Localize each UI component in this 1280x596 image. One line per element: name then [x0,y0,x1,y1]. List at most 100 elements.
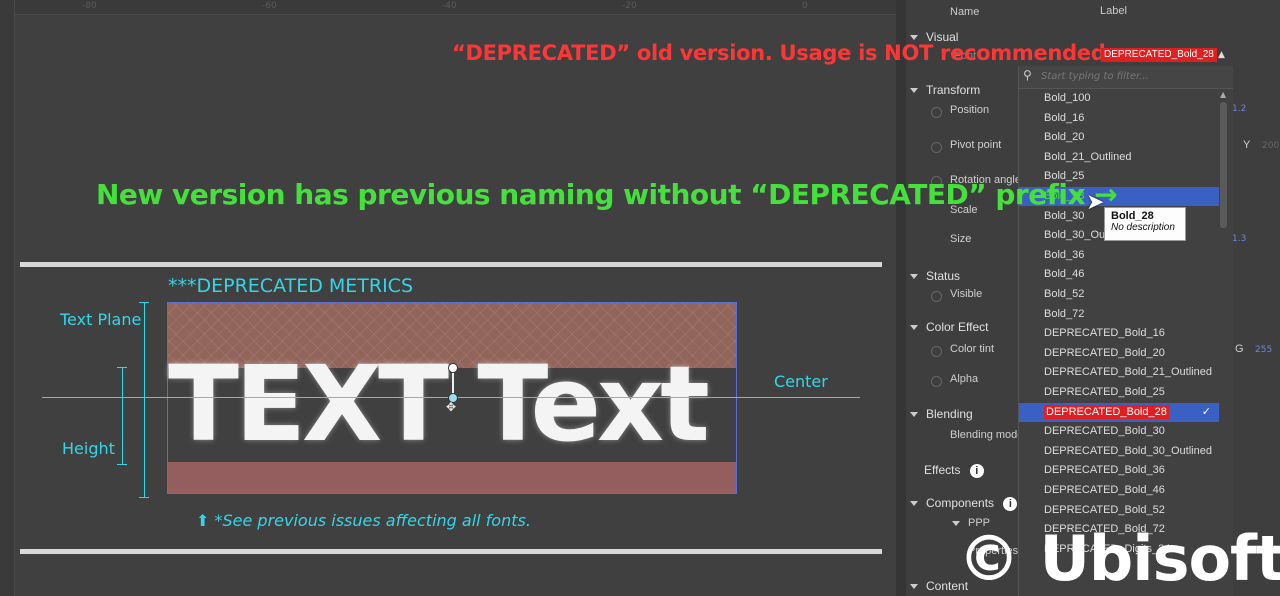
dropdown-item[interactable]: DEPRECATED_Bold_30 [1019,422,1219,441]
section-transform[interactable]: Transform [910,83,980,97]
dropdown-item[interactable]: DEPRECATED_Bold_46 [1019,481,1219,500]
info-icon[interactable]: i [969,464,984,478]
name-label: Name [950,6,980,18]
scroll-up-icon[interactable]: ▲ [1220,90,1227,99]
section-blending[interactable]: Blending [910,407,973,421]
section-label: Content [926,579,969,593]
ruler-number: -80 [82,1,97,11]
rotation-label: Rotation angle [950,174,1021,186]
g-channel-label: G [1235,343,1244,355]
section-components[interactable]: Components i [910,496,1018,511]
section-color-effect[interactable]: Color Effect [910,320,988,334]
dropdown-item-label: DEPRECATED_Bold_52 [1044,503,1165,516]
divider-bar-top [20,262,882,267]
section-label: Blending [926,407,973,421]
dropdown-item[interactable]: Bold_52 [1019,285,1219,304]
collapse-arrow-icon [910,274,918,280]
dropdown-item[interactable]: Bold_30 [1019,207,1219,226]
panel-splitter[interactable] [896,0,906,596]
collapse-arrow-icon [910,325,918,331]
dropdown-item[interactable]: DEPRECATED_Bold_30_Outlined [1019,442,1219,461]
dropdown-item[interactable]: Bold_36 [1019,246,1219,265]
section-content[interactable]: Content [910,579,968,593]
section-effects[interactable]: Effects i [924,463,984,478]
dropdown-item-label: Bold_20 [1044,131,1085,144]
rotation-handle[interactable] [448,363,458,373]
dropdown-item[interactable]: DEPRECATED_Bold_25 [1019,383,1219,402]
dropdown-item[interactable]: Bold_100 [1019,89,1219,108]
value-readout: 1.2 [1232,104,1247,114]
keyframe-dot[interactable] [931,107,942,118]
footnote-text: *See previous issues affecting all fonts… [214,511,531,530]
dropdown-item-label: Bold_100 [1044,92,1091,104]
ruler-number: -20 [622,1,637,11]
top-ruler: -80 -60 -40 -20 0 [0,0,896,15]
pivot-label: Pivot point [950,139,1002,151]
height-label: Height [62,439,115,458]
dropdown-item[interactable]: DEPRECATED_Bold_72 [1019,520,1219,539]
dropdown-item-label: DEPRECATED_Bold_46 [1044,484,1165,496]
properties-label: Properties [968,545,1018,557]
keyframe-dot[interactable] [931,291,942,302]
alpha-label: Alpha [950,373,979,385]
deprecated-note: “DEPRECATED” old version. Usage is NOT r… [452,41,1106,65]
keyframe-dot[interactable] [931,142,942,153]
component-ppp[interactable]: PPP [952,517,990,529]
section-label: Effects [924,463,961,477]
pivot-handle-stem[interactable] [452,368,454,394]
dropdown-item[interactable]: DEPRECATED_Bold_16 [1019,324,1219,343]
dropdown-item[interactable]: Bold_16 [1019,109,1219,128]
section-visual[interactable]: Visual [910,30,958,44]
keyframe-dot[interactable] [931,176,942,187]
tooltip-description: No description [1111,222,1175,233]
dropdown-search[interactable]: ⚲ Start typing to filter... [1019,66,1233,89]
dropdown-item[interactable]: DEPRECATED_Digits_24 [1019,540,1219,559]
dropdown-item[interactable]: DEPRECATED_Bold_36 [1019,461,1219,480]
dropdown-item[interactable]: Bold_28 [1019,187,1219,206]
dropdown-item-label: Bold_21_Outlined [1044,150,1132,163]
text-preview[interactable]: TEXT Text [168,343,710,465]
dropdown-arrow-icon[interactable]: ▲ [1218,50,1225,60]
mouse-cursor-icon: ➤ [1086,190,1105,215]
dropdown-item-label: Bold_30 [1044,209,1085,222]
dropdown-item[interactable]: Bold_25 [1019,167,1219,186]
center-label: Center [774,372,828,391]
dropdown-item[interactable]: DEPRECATED_Bold_28✓ [1019,402,1219,422]
search-placeholder[interactable]: Start typing to filter... [1041,71,1149,82]
new-version-note: New version has previous naming without … [96,178,1086,211]
selected-font-tag[interactable]: DEPRECATED_Bold_28 [1101,48,1217,62]
font-field-label: Font [954,50,977,62]
keyframe-dot[interactable] [931,376,942,387]
text-plane-top-area [167,302,737,368]
height-measure-line [122,367,123,465]
left-ruler [0,0,15,596]
dropdown-item[interactable]: Bold_20 [1019,128,1219,147]
dropdown-item[interactable]: Bold_21_Outlined [1019,148,1219,167]
dropdown-item-label: DEPRECATED_Bold_25 [1044,386,1165,398]
text-bounding-box[interactable] [167,302,737,494]
dropdown-item-label: DEPRECATED_Bold_16 [1044,327,1165,340]
scale-label: Scale [950,204,978,216]
dropdown-scrollbar[interactable]: ▲ [1220,90,1228,596]
ruler-number: 0 [802,1,808,11]
section-status[interactable]: Status [910,269,960,283]
up-arrow-icon: ⬆ [196,511,210,530]
dropdown-item[interactable]: Bold_46 [1019,265,1219,284]
info-icon[interactable]: i [1003,497,1018,511]
dropdown-item-label: DEPRECATED_Bold_30 [1044,425,1165,438]
scene-canvas[interactable]: -80 -60 -40 -20 0 ***DEPRECATED METRICS … [0,0,896,596]
dropdown-item[interactable]: DEPRECATED_Bold_21_Outlined [1019,363,1219,382]
dropdown-item-label: Bold_72 [1044,307,1085,320]
blending-mode-label: Blending mode [950,429,1018,441]
dropdown-item[interactable]: DEPRECATED_Bold_52 [1019,501,1219,520]
dropdown-item-label: Bold_52 [1044,288,1085,300]
pivot-handle[interactable] [448,393,458,403]
dropdown-item-label: Bold_46 [1044,268,1085,281]
dropdown-item[interactable]: Bold_72 [1019,305,1219,324]
new-version-annotation: New version has previous naming without … [96,178,1118,211]
dropdown-item-label: DEPRECATED_Bold_72 [1044,523,1165,536]
scroll-thumb[interactable] [1220,102,1227,228]
dropdown-item[interactable]: DEPRECATED_Bold_20 [1019,344,1219,363]
keyframe-dot[interactable] [931,346,942,357]
